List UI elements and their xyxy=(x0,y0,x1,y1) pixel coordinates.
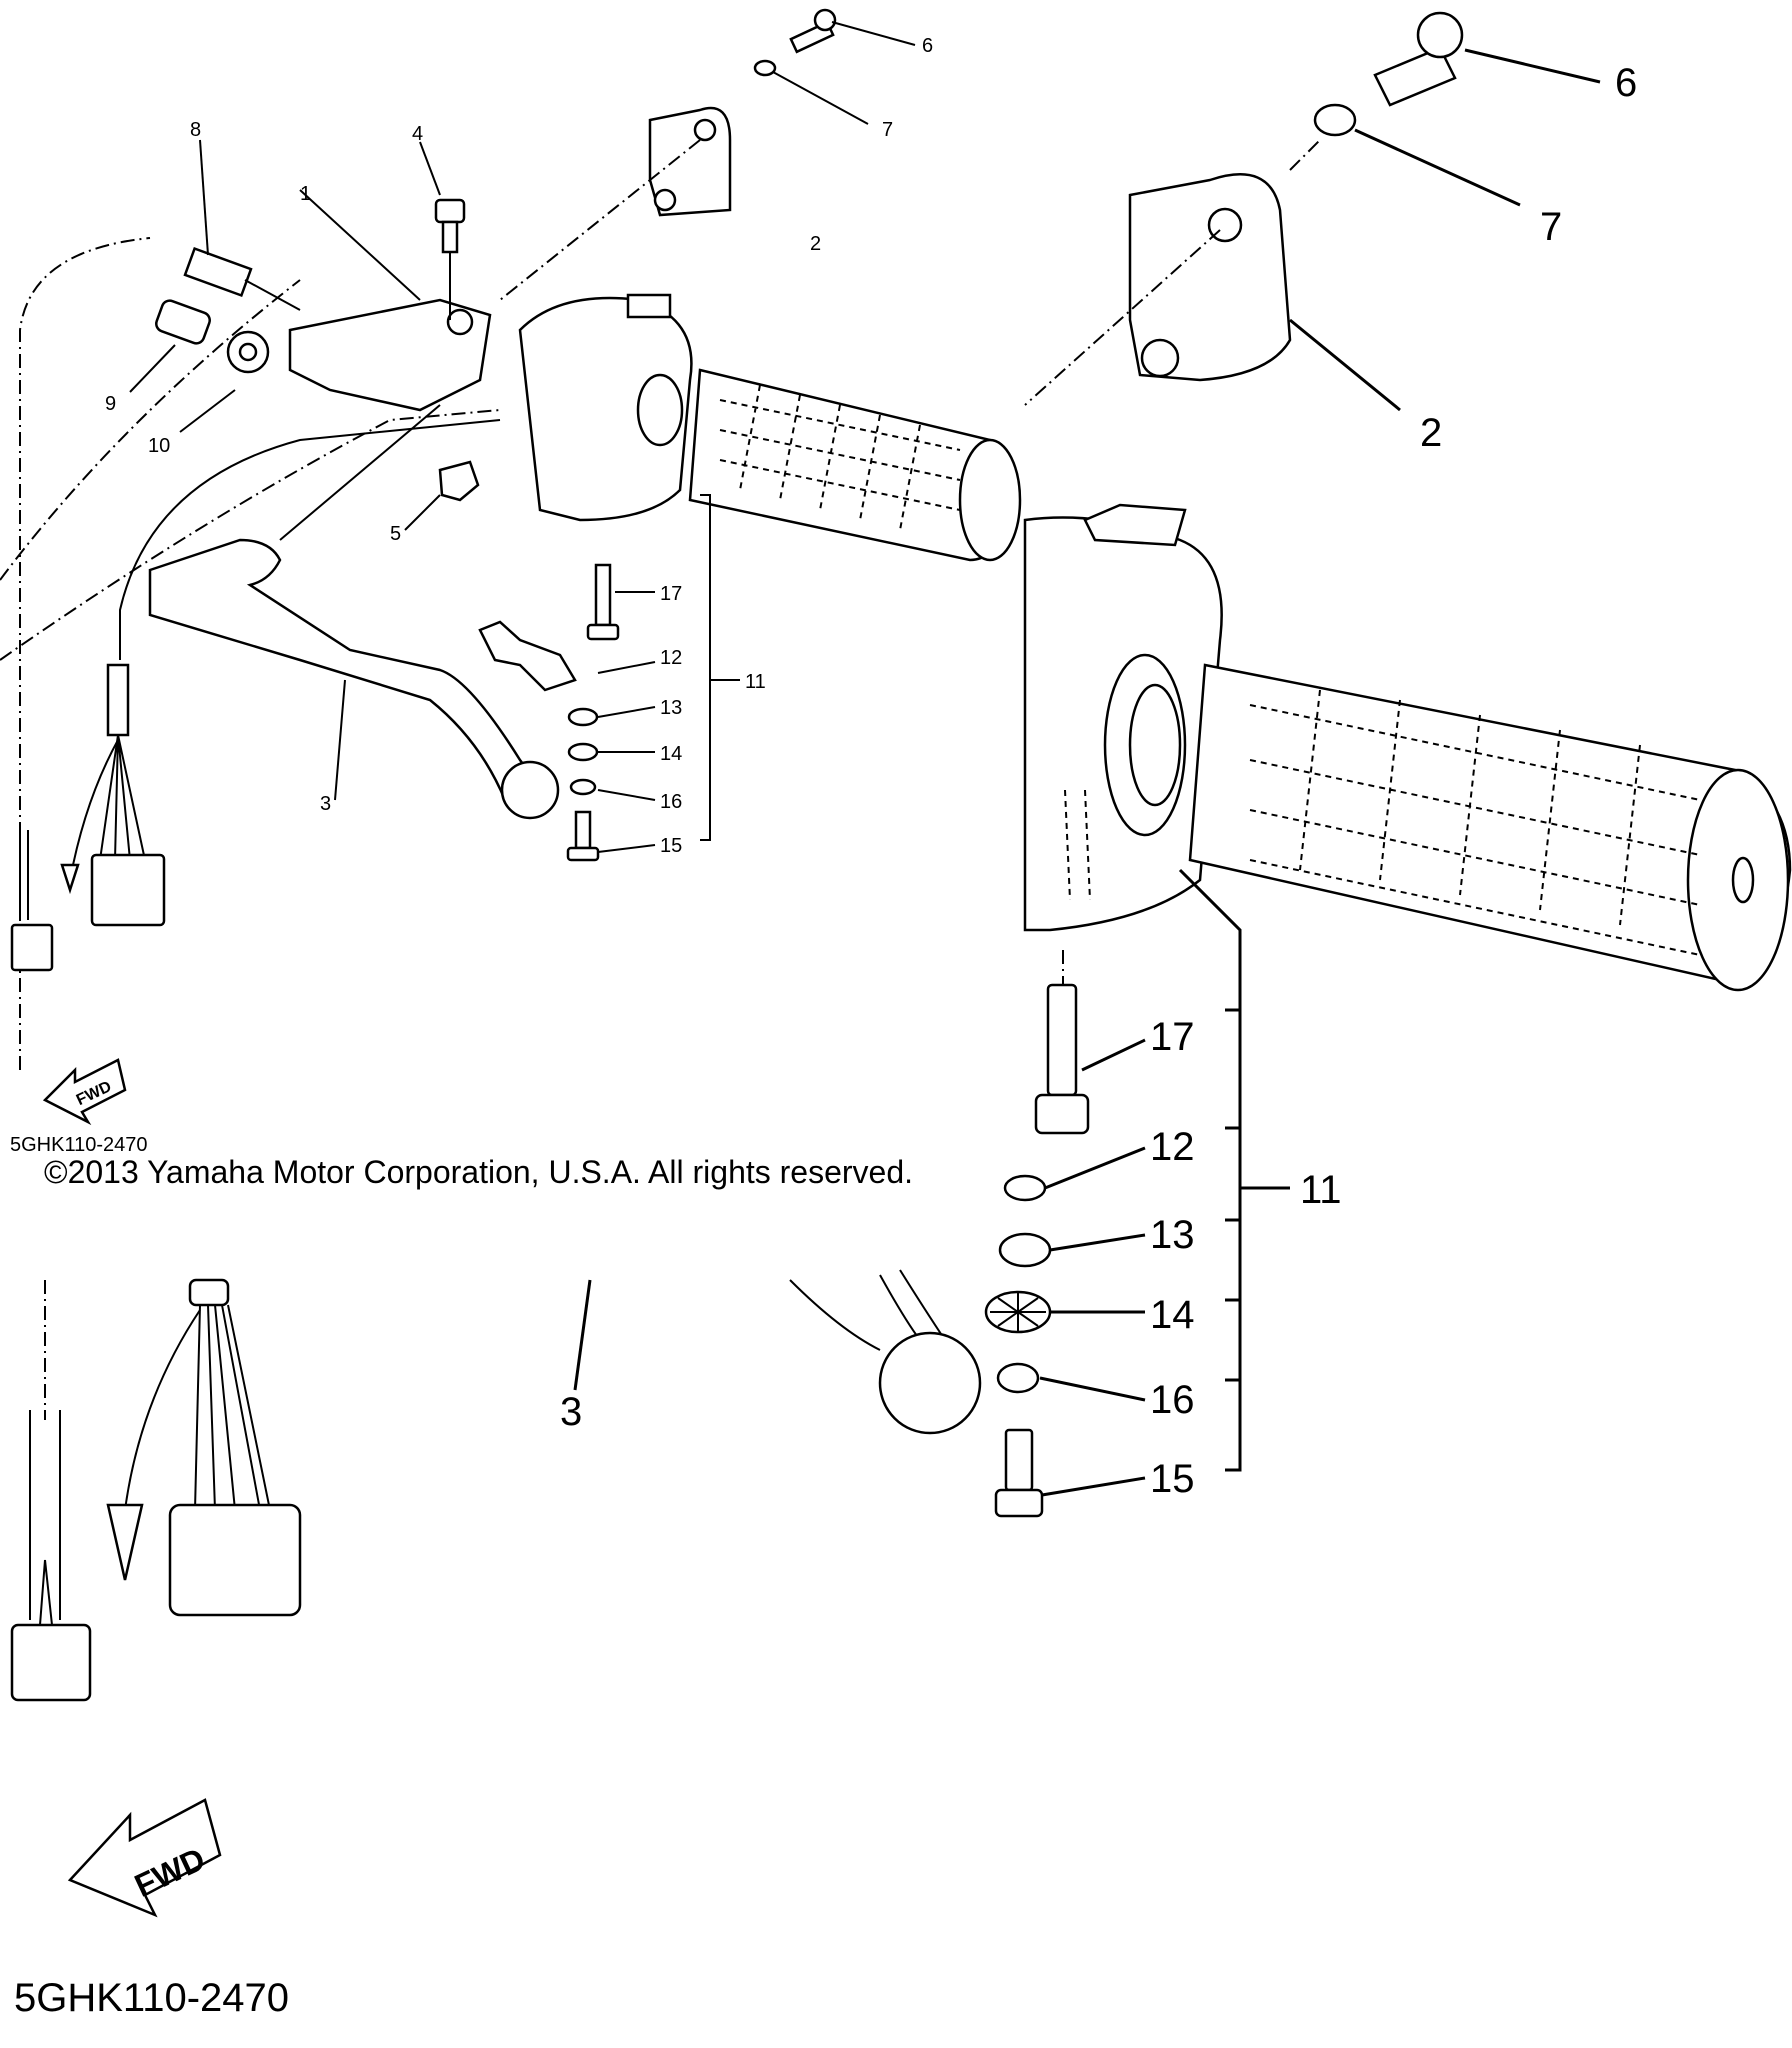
callout-17-large: 17 xyxy=(1150,1015,1195,1059)
nut-5 xyxy=(404,460,480,531)
handlebar-line xyxy=(119,419,501,660)
callout-3: 3 xyxy=(320,793,331,815)
callout-17: 17 xyxy=(660,583,682,605)
callout-15: 15 xyxy=(660,835,682,857)
callout-14: 14 xyxy=(660,743,682,765)
screw-6-large xyxy=(1373,11,1601,107)
bolt-4 xyxy=(419,141,466,320)
locknut-10 xyxy=(179,330,270,433)
callout-4: 4 xyxy=(412,123,423,145)
fwd-arrow-large: FWD xyxy=(67,1798,222,1918)
diagram-code-small: 5GHK110-2470 xyxy=(10,1134,148,1156)
fwd-arrow-small: FWD xyxy=(42,1058,127,1126)
handlebar-outline-1 xyxy=(0,279,301,581)
callout-6-large: 6 xyxy=(1615,61,1637,105)
cable-outline xyxy=(19,237,151,1070)
callout-7: 7 xyxy=(882,119,893,141)
grip-large xyxy=(1188,663,1792,992)
wires-large xyxy=(10,1278,302,1702)
lever-holder-1 xyxy=(288,189,492,412)
callout-16-large: 16 xyxy=(1150,1378,1195,1422)
callout-16: 16 xyxy=(660,791,682,813)
callout-12: 12 xyxy=(660,647,682,669)
callout-6: 6 xyxy=(922,35,933,57)
callout-3-large: 3 xyxy=(560,1390,582,1434)
callout-11: 11 xyxy=(745,671,766,693)
small-hardware-stack xyxy=(478,494,740,862)
callout-1: 1 xyxy=(300,183,311,205)
washer-7-small xyxy=(753,59,869,125)
clamp-large xyxy=(1024,139,1401,412)
large-view: FWD 2 3 6 7 11 12 13 14 15 16 17 xyxy=(10,11,1792,1918)
handlebar-outline-2 xyxy=(0,409,501,661)
lever-3-large xyxy=(573,1269,982,1435)
copyright-notice: ©2013 Yamaha Motor Corporation, U.S.A. A… xyxy=(44,1154,914,1190)
callout-11-large: 11 xyxy=(1300,1168,1342,1212)
callout-7-large: 7 xyxy=(1540,205,1562,249)
callout-8: 8 xyxy=(190,119,201,141)
switch-housing-small xyxy=(518,293,693,522)
callout-13: 13 xyxy=(660,697,682,719)
small-view: FWD 1 2 3 4 5 6 7 8 9 10 11 12 13 14 15 … xyxy=(0,8,1022,1126)
callout-2-large: 2 xyxy=(1420,411,1442,455)
callout-13-large: 13 xyxy=(1150,1213,1195,1257)
screw-6-small xyxy=(789,8,916,54)
callout-2: 2 xyxy=(810,233,821,255)
washer-7-large xyxy=(1313,103,1521,207)
grip-small xyxy=(688,368,1022,562)
wires-small xyxy=(10,663,166,972)
callout-10: 10 xyxy=(148,435,170,457)
callout-14-large: 14 xyxy=(1150,1293,1195,1337)
callout-15-large: 15 xyxy=(1150,1457,1195,1501)
diagram-code-large: 5GHK110-2470 xyxy=(14,1976,289,2020)
switch-housing-large xyxy=(1023,503,1223,932)
lever-3 xyxy=(148,404,560,820)
adjuster-nut-9 xyxy=(129,299,211,393)
hardware-large xyxy=(984,950,1146,1518)
callout-5: 5 xyxy=(390,523,401,545)
callout-12-large: 12 xyxy=(1150,1125,1195,1169)
bracket-11-large xyxy=(1178,868,1290,1472)
callout-9: 9 xyxy=(105,393,116,415)
adjuster-8 xyxy=(183,139,301,311)
clamp-small xyxy=(499,106,732,301)
